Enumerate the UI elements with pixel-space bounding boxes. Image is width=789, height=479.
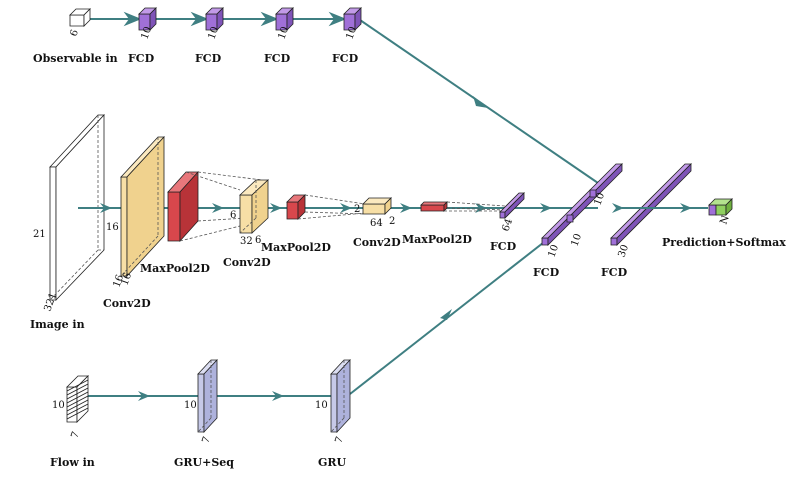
conv3-dim-right: 2 [389, 216, 395, 227]
obs-fcd-label-2: FCD [195, 52, 222, 65]
pool1-block [167, 170, 199, 243]
conv1-dim-height: 16 [106, 222, 119, 233]
image-arrowhead-3 [212, 203, 224, 213]
obs-fcd-block-4 [343, 7, 362, 31]
image-fcd-label: FCD [490, 240, 517, 253]
conv3-dim-width: 64 [370, 218, 383, 229]
observable-input-block [69, 8, 91, 27]
pool3-label: MaxPool2D [402, 233, 472, 246]
obs-fcd-block-3 [275, 7, 294, 31]
obs-fcd-block-1 [138, 7, 157, 31]
merge-fcd-label: FCD [533, 266, 560, 279]
obs-fcd-dim-4: 10 [344, 25, 359, 41]
gru-seq-dim-width: 7 [200, 435, 213, 445]
gru-seq-label: GRU+Seq [174, 456, 234, 469]
conv2-dim-height: 6 [255, 235, 261, 246]
obs-fcd-label-4: FCD [332, 52, 359, 65]
flow-branch: 10 7 Flow in 10 7 GRU+Seq 10 7 GRU [50, 220, 572, 469]
image-arrowhead-1 [100, 203, 112, 213]
conv1-dim-width: 16 [111, 273, 126, 289]
observable-input-dim: 6 [68, 28, 81, 38]
pool2-block [286, 194, 306, 220]
pool3-block [420, 201, 448, 212]
image-input-label: Image in [30, 318, 85, 331]
conv2-label: Conv2D [223, 256, 271, 269]
output-block [708, 198, 733, 216]
obs-merge-arrowhead [473, 96, 488, 108]
pool2-label: MaxPool2D [261, 241, 331, 254]
conv3-block [362, 197, 392, 215]
flow-to-merge-connector [349, 220, 572, 395]
output-dim: N [718, 214, 731, 226]
obs-fcd-dim-3: 10 [276, 25, 291, 41]
image-fcd-block [499, 192, 525, 219]
merge-fcd2-label: FCD [601, 266, 628, 279]
flow-arrowhead-2 [272, 391, 284, 401]
obs-fcd-dim-2: 10 [206, 25, 221, 41]
gru-label: GRU [318, 456, 347, 469]
conv3-dim-left: 2 [354, 204, 360, 215]
conv1-block [120, 135, 165, 278]
merge-fcd-dim-bottom: 10 [546, 243, 561, 259]
merge-fcd-block [541, 163, 623, 246]
image-fcd-dim: 64 [500, 217, 515, 233]
image-arrowhead-6 [400, 203, 412, 213]
merge-fcd-dim-mid: 10 [569, 232, 584, 248]
flow-arrowhead-1 [138, 391, 150, 401]
gru-dim-width: 7 [333, 435, 346, 445]
image-branch: 21 321 Image in 16 16 16 Conv2D MaxPool2… [30, 113, 598, 331]
observable-input-label: Observable in [33, 52, 118, 65]
conv2-dim-depth: 6 [230, 210, 236, 221]
gru-block [330, 358, 351, 434]
image-arrowhead-4 [270, 203, 282, 213]
conv3-label: Conv2D [353, 236, 401, 249]
observable-branch: 6 Observable in 10 10 10 10 FCD FCD FC [33, 7, 599, 184]
flow-input-label: Flow in [50, 456, 95, 469]
conv1-label: Conv2D [103, 297, 151, 310]
image-arrowhead-5 [340, 203, 352, 213]
flow-input-dim-height: 10 [52, 400, 65, 411]
flow-input-block [66, 375, 89, 423]
merge-arrowhead-1 [612, 203, 624, 213]
obs-fcd-label-3: FCD [264, 52, 291, 65]
image-input-height: 21 [33, 229, 46, 240]
conv1-dim-depth: 16 [119, 271, 134, 287]
output-label: Prediction+Softmax [662, 236, 786, 249]
obs-fcd-dim-1: 10 [139, 25, 154, 41]
obs-fcd-block-2 [205, 7, 224, 31]
image-arrowhead-8 [540, 203, 552, 213]
pool1-label: MaxPool2D [140, 262, 210, 275]
flow-merge-arrowhead [440, 309, 452, 320]
image-input-width: 321 [42, 291, 59, 313]
merge-fcd-dim-top: 10 [592, 191, 607, 207]
merge-fcd2-dim: 30 [616, 243, 631, 259]
gru-dim-height: 10 [315, 400, 328, 411]
gru-seq-block [197, 358, 218, 434]
conv2-dim-width: 32 [240, 236, 253, 247]
obs-fcd-label-1: FCD [128, 52, 155, 65]
merge-branch: 10 10 10 FCD 30 FCD N Prediction+Softmax [533, 163, 786, 279]
flow-input-dim-width: 7 [69, 430, 82, 440]
image-arrowhead-7 [475, 203, 487, 213]
merge-fcd2-block [610, 163, 692, 246]
merge-arrowhead-2 [680, 203, 692, 213]
conv2-block [238, 179, 270, 234]
gru-seq-dim-height: 10 [184, 400, 197, 411]
